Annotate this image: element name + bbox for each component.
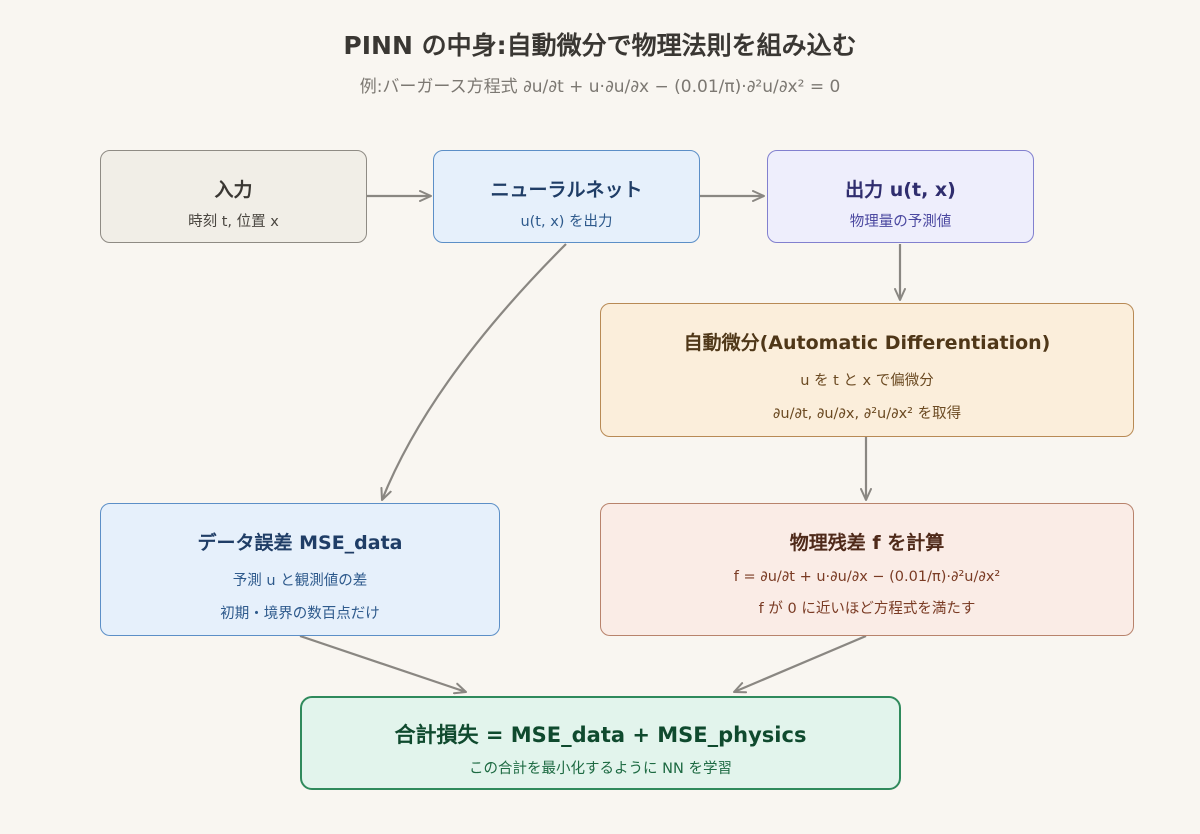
arrow-physics-to-total <box>733 634 867 694</box>
neural-net-title: ニューラルネット <box>490 179 643 201</box>
total-loss-line-1: この合計を最小化するように NN を学習 <box>469 761 732 777</box>
data-error-line-1: 予測 u と観測値の差 <box>232 573 368 589</box>
autodiff-line-2: ∂u/∂t, ∂u/∂x, ∂²u/∂x² を取得 <box>772 406 962 422</box>
data-error-line-2: 初期・境界の数百点だけ <box>220 606 380 622</box>
input-line-1: 時刻 t, 位置 x <box>188 214 279 230</box>
arrow-nn-to-data-error <box>380 243 567 501</box>
autodiff-line-1: u を t と x で偏微分 <box>800 373 934 389</box>
physics-residual-box: 物理残差 f を計算 f = ∂u/∂t + u·∂u/∂x − (0.01/π… <box>600 503 1134 636</box>
neural-net-line-1: u(t, x) を出力 <box>520 214 613 230</box>
output-box: 出力 u(t, x) 物理量の予測値 <box>767 150 1034 243</box>
output-title: 出力 u(t, x) <box>845 179 956 201</box>
autodiff-title: 自動微分(Automatic Differentiation) <box>683 332 1051 354</box>
total-loss-title: 合計損失 = MSE_data + MSE_physics <box>394 723 807 747</box>
autodiff-box: 自動微分(Automatic Differentiation) u を t と … <box>600 303 1134 437</box>
physics-residual-line-1: f = ∂u/∂t + u·∂u/∂x − (0.01/π)·∂²u/∂x² <box>733 569 1001 585</box>
neural-net-box: ニューラルネット u(t, x) を出力 <box>433 150 700 243</box>
data-error-box: データ誤差 MSE_data 予測 u と観測値の差 初期・境界の数百点だけ <box>100 503 500 636</box>
input-title: 入力 <box>214 179 253 201</box>
physics-residual-line-2: f が 0 に近いほど方程式を満たす <box>758 601 976 617</box>
arrow-data-error-to-total <box>299 634 467 695</box>
output-line-1: 物理量の予測値 <box>849 214 952 230</box>
data-error-title: データ誤差 MSE_data <box>197 532 403 554</box>
physics-residual-title: 物理残差 f を計算 <box>789 532 945 554</box>
total-loss-box: 合計損失 = MSE_data + MSE_physics この合計を最小化する… <box>300 696 901 790</box>
diagram-title: PINN の中身:自動微分で物理法則を組み込む <box>343 31 857 60</box>
input-box: 入力 時刻 t, 位置 x <box>100 150 367 243</box>
diagram-subtitle: 例:バーガース方程式 ∂u/∂t + u·∂u/∂x − (0.01/π)·∂²… <box>359 77 841 97</box>
